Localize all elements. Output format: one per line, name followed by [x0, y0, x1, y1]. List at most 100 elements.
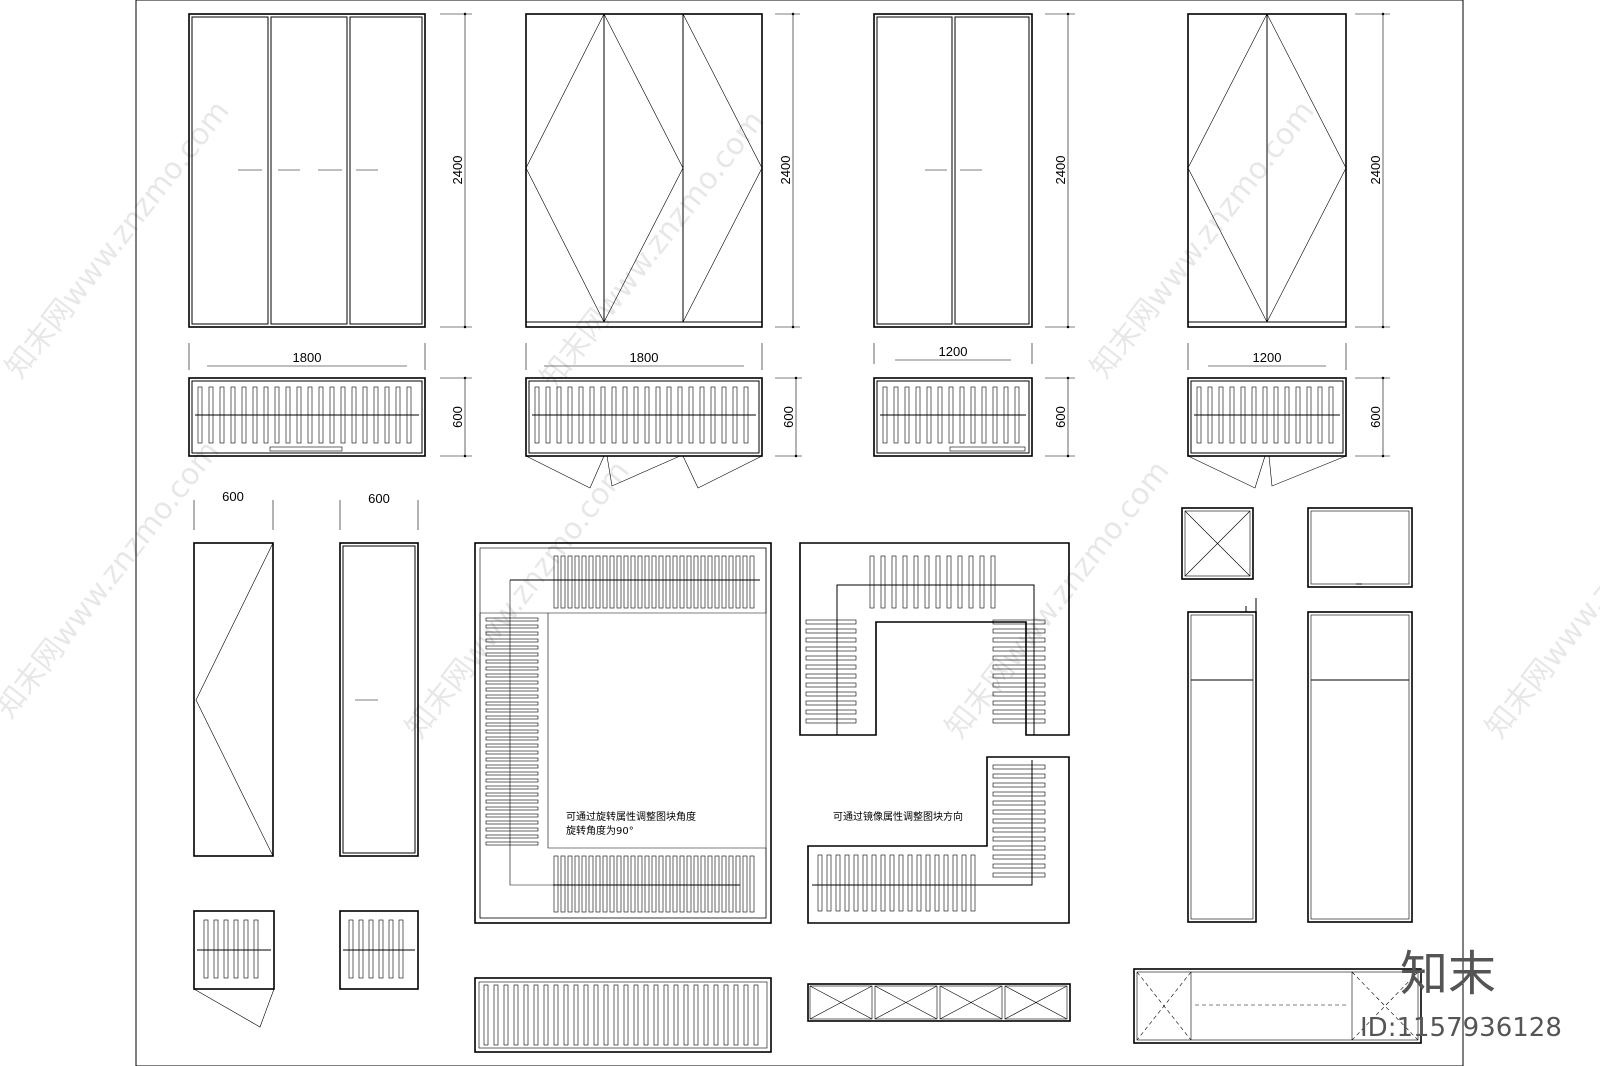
hanger-mark [602, 555, 608, 609]
wardrobe-elevation-swing-3door [525, 13, 763, 328]
hanger-mark [679, 855, 685, 913]
height-label-a: 2400 [450, 156, 465, 185]
hanger-mark [623, 855, 629, 913]
hanger-mark [485, 757, 539, 762]
hanger-mark [992, 854, 1046, 860]
hanger-mark [252, 386, 258, 444]
hanger-mark [968, 555, 974, 609]
hanger-mark [644, 555, 650, 609]
wardrobe-plan-swing-3door [525, 377, 763, 489]
hanger-mark [728, 555, 734, 609]
hanger-mark [485, 631, 539, 636]
depth-label-d: 600 [1368, 406, 1383, 428]
hanger-mark [213, 919, 219, 979]
height-label-b: 2400 [778, 156, 793, 185]
hanger-mark [683, 984, 689, 1046]
hanger-mark [593, 984, 599, 1046]
hanger-mark [817, 854, 823, 912]
height-label-c: 2400 [1053, 156, 1068, 185]
hanger-mark [378, 919, 384, 979]
hanger-mark [655, 386, 661, 444]
hanger-mark [578, 386, 584, 444]
hanger-mark [485, 652, 539, 657]
hanger-mark [992, 619, 1046, 625]
hanger-mark [513, 984, 519, 1046]
hanger-mark [616, 855, 622, 913]
hanger-mark [992, 386, 998, 444]
hanger-mark [485, 666, 539, 671]
hanger-mark [368, 919, 374, 979]
hanger-mark [485, 687, 539, 692]
wardrobe-elevation-3door [188, 13, 426, 328]
hanger-mark [937, 386, 943, 444]
hanger-mark [348, 919, 354, 979]
hanger-mark [595, 555, 601, 609]
hanger-mark [1014, 386, 1020, 444]
hanger-mark [611, 386, 617, 444]
hanger-mark [485, 778, 539, 783]
hanger-mark [485, 722, 539, 727]
rotate-note-line2: 旋转角度为90° [566, 824, 634, 837]
hanger-mark [600, 386, 606, 444]
hanger-mark [665, 855, 671, 913]
hanger-mark [924, 555, 930, 609]
hanger-mark [398, 919, 404, 979]
hanger-mark [710, 386, 716, 444]
hanger-mark [959, 386, 965, 444]
hanger-mark [916, 854, 922, 912]
height-dimension-lines [440, 12, 1390, 329]
hanger-mark [630, 855, 636, 913]
hanger-mark [574, 555, 580, 609]
hanger-mark [992, 809, 1046, 815]
hanger-mark [992, 764, 1046, 770]
hanger-mark [560, 555, 566, 609]
hanger-mark [1196, 386, 1202, 444]
hanger-mark [721, 386, 727, 444]
hanger-mark [1003, 386, 1009, 444]
hanger-mark [623, 555, 629, 609]
hanger-mark [603, 984, 609, 1046]
hanger-mark [672, 555, 678, 609]
cabinet-cross-line [939, 985, 1003, 1020]
hanger-mark [567, 555, 573, 609]
hanger-mark [992, 655, 1046, 661]
hanger-mark [907, 854, 913, 912]
hanger-mark [992, 782, 1046, 788]
watermark-text: 知末网www.znzmo.com [1084, 94, 1322, 385]
hanger-mark [622, 386, 628, 444]
hanger-mark [318, 386, 324, 444]
watermark-text: 知末网www.znzmo.com [1479, 454, 1600, 745]
hanger-mark [553, 984, 559, 1046]
hanger-mark [362, 386, 368, 444]
hanger-mark [485, 771, 539, 776]
hanger-mark [707, 555, 713, 609]
hanger-mark [893, 386, 899, 444]
hanger-mark [957, 555, 963, 609]
wardrobe-elevation-2door [873, 13, 1033, 328]
hanger-mark [595, 855, 601, 913]
hanger-mark [485, 806, 539, 811]
hanger-mark [992, 673, 1046, 679]
hanger-mark [285, 386, 291, 444]
hanger-mark [243, 919, 249, 979]
hanger-mark [992, 863, 1046, 869]
hanger-mark [203, 919, 209, 979]
hanger-mark [713, 984, 719, 1046]
hanger-mark [805, 628, 857, 634]
hanger-mark [970, 854, 976, 912]
hanger-mark [805, 619, 857, 625]
hanger-mark [728, 855, 734, 913]
hanger-mark [503, 984, 509, 1046]
hanger-mark [742, 555, 748, 609]
hanger-mark [992, 818, 1046, 824]
hanger-mark [613, 984, 619, 1046]
hanger-mark [388, 919, 394, 979]
hanger-mark [805, 637, 857, 643]
hanger-mark [485, 694, 539, 699]
hanger-mark [296, 386, 302, 444]
watermark-text: 知末网www.znzmo.com [399, 454, 637, 745]
hanger-mark [1306, 386, 1312, 444]
hanger-mark [826, 854, 832, 912]
hanger-mark [581, 555, 587, 609]
